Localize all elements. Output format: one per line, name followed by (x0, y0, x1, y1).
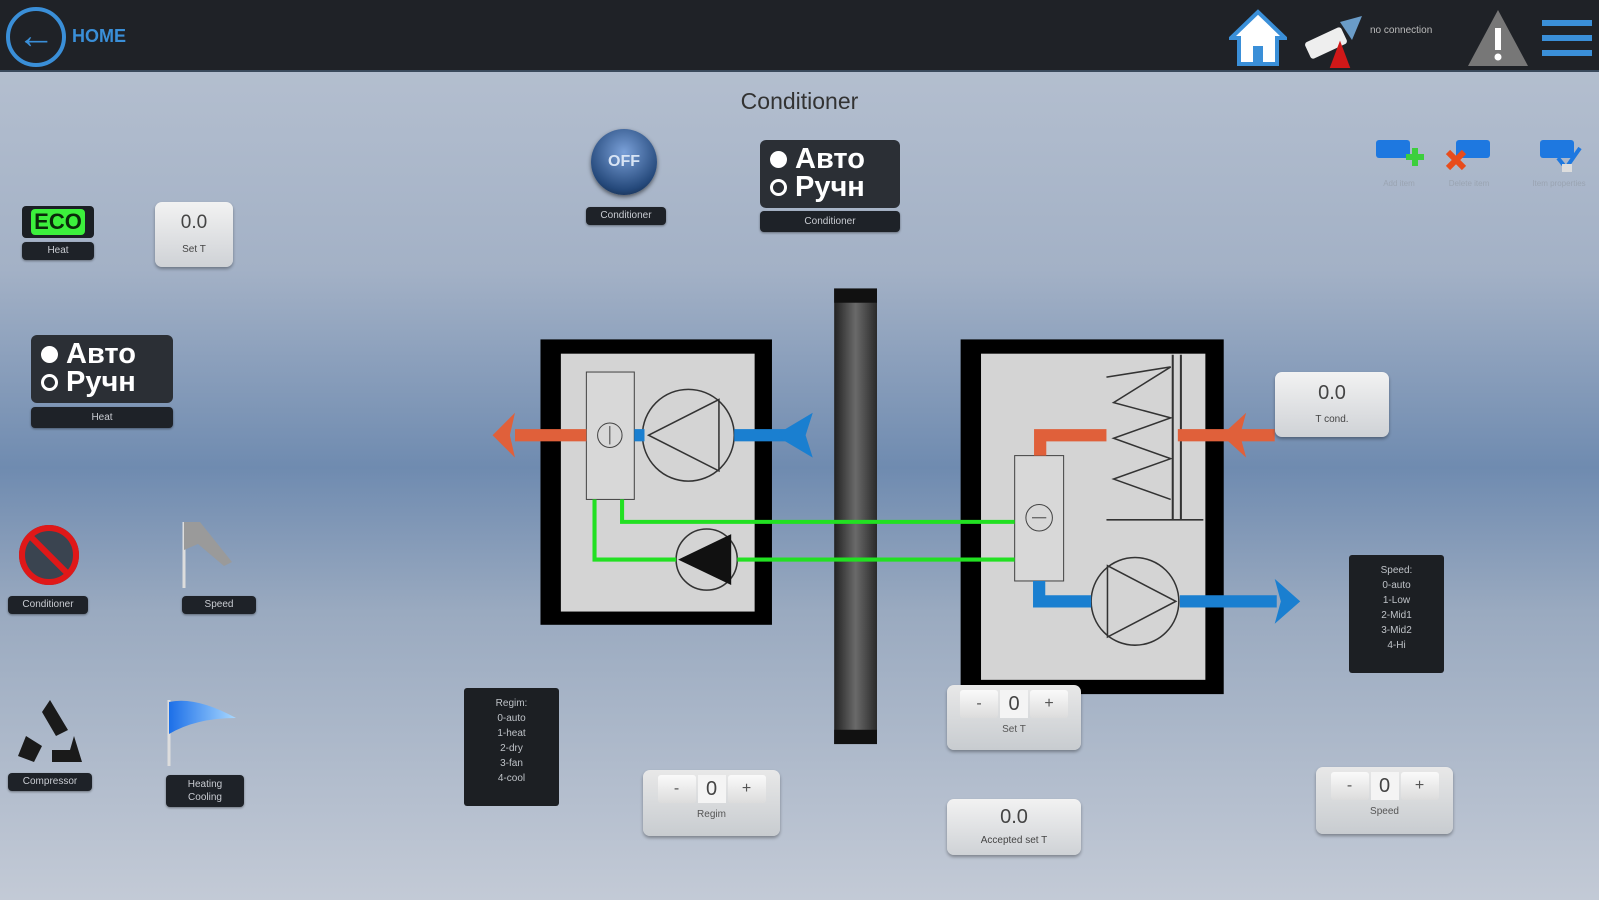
conditioner-off-icon (14, 520, 84, 590)
accepted-set-t-display: 0.0 Accepted set T (947, 799, 1081, 855)
set-t-display: 0.0 Set T (155, 202, 233, 267)
t-cond-display: 0.0 T cond. (1275, 372, 1389, 437)
speed-decrement-button[interactable]: - (1330, 772, 1369, 800)
item-properties-button[interactable]: Item properties (1528, 138, 1590, 189)
indoor-unit (540, 339, 772, 625)
set-t-value: 0 (1000, 690, 1028, 718)
mode-switch-conditioner[interactable]: Авто Ручн (760, 140, 900, 208)
regim-stepper: -0+ Regim (643, 770, 780, 836)
mode-switch-heat-label: Heat (31, 407, 173, 428)
item-properties-icon (1540, 140, 1582, 172)
menu-icon[interactable] (1542, 20, 1592, 58)
regim-increment-button[interactable]: + (727, 775, 766, 803)
arrow-left-icon: ← (17, 15, 55, 57)
set-t-stepper: -0+ Set T (947, 685, 1081, 750)
eco-indicator: ECO (22, 206, 94, 238)
wall (834, 288, 878, 745)
page-title: Conditioner (740, 88, 859, 114)
mode-switch-conditioner-label: Conditioner (760, 211, 900, 232)
regim-stepper-label: Regim (697, 809, 726, 820)
compressor-recycle-icon (12, 696, 88, 768)
regim-value: 0 (697, 775, 726, 803)
speed-flag-icon (180, 520, 240, 590)
set-t-decrement-button[interactable]: - (960, 690, 998, 718)
speed-increment-button[interactable]: + (1400, 772, 1439, 800)
mode-switch-heat[interactable]: Авто Ручн (31, 335, 173, 403)
eco-label: Heat (22, 242, 94, 260)
speed-indicator-label: Speed (182, 596, 256, 614)
home-label[interactable]: HOME (72, 26, 126, 46)
speed-stepper-label: Speed (1370, 806, 1399, 817)
set-t-increment-button[interactable]: + (1030, 690, 1068, 718)
back-button[interactable]: ← (6, 7, 66, 67)
heating-cooling-flag-icon (166, 698, 246, 768)
speed-stepper: -0+ Speed (1316, 767, 1453, 834)
off-button-label: Conditioner (586, 207, 666, 225)
regim-decrement-button[interactable]: - (657, 775, 696, 803)
speed-value: 0 (1370, 772, 1399, 800)
add-item-icon (1376, 140, 1424, 166)
compressor-indicator-label: Compressor (8, 773, 92, 791)
home-icon[interactable] (1226, 8, 1290, 66)
regim-legend: Regim: 0-auto 1-heat 2-dry 3-fan 4-cool (464, 688, 559, 806)
set-t-stepper-label: Set T (1002, 724, 1026, 735)
conditioner-indicator-label: Conditioner (8, 596, 88, 614)
off-button[interactable]: OFF (591, 129, 657, 195)
delete-item-button[interactable]: Delete item (1444, 138, 1494, 189)
connection-status: no connection (1370, 25, 1433, 36)
outdoor-unit (960, 339, 1224, 695)
refrigerant-pipes (592, 499, 1015, 562)
heating-cooling-indicator-label: Heating Cooling (166, 775, 244, 807)
top-bar: ← HOME no connection (0, 0, 1599, 72)
delete-item-icon (1445, 140, 1490, 171)
speed-legend: Speed: 0-auto 1-Low 2-Mid1 3-Mid2 4-Hi (1349, 555, 1444, 673)
cold-air-flow (634, 412, 1301, 624)
no-connection-icon (1300, 12, 1366, 72)
hot-air-flow (492, 412, 1275, 458)
warning-icon[interactable] (1466, 8, 1530, 66)
add-item-button[interactable]: Add item (1374, 138, 1424, 189)
